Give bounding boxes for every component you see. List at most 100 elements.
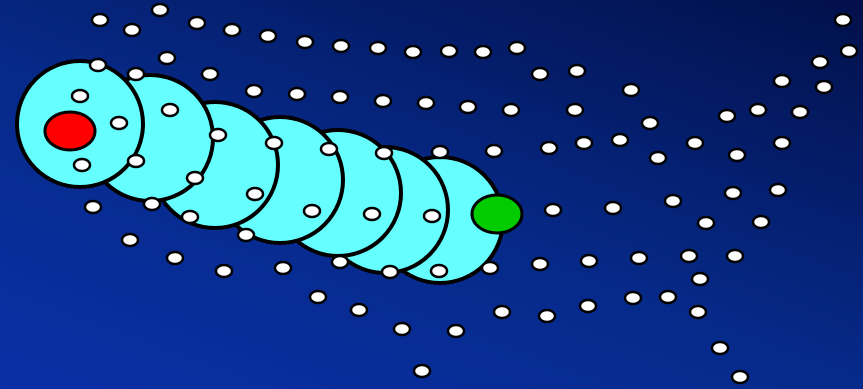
point-74 bbox=[238, 229, 254, 241]
point-67 bbox=[725, 187, 741, 199]
point-64 bbox=[545, 204, 561, 216]
point-54 bbox=[687, 137, 703, 149]
point-93 bbox=[625, 292, 641, 304]
point-57 bbox=[85, 201, 101, 213]
point-79 bbox=[482, 262, 498, 274]
point-78 bbox=[431, 265, 447, 277]
end-point-marker bbox=[472, 195, 522, 233]
point-82 bbox=[631, 252, 647, 264]
point-66 bbox=[665, 195, 681, 207]
point-18 bbox=[812, 56, 828, 68]
point-16 bbox=[623, 84, 639, 96]
point-58 bbox=[144, 198, 160, 210]
point-25 bbox=[792, 106, 808, 118]
point-38 bbox=[72, 90, 88, 102]
point-34 bbox=[503, 104, 519, 116]
point-21 bbox=[816, 81, 832, 93]
point-60 bbox=[247, 188, 263, 200]
point-1 bbox=[92, 14, 108, 26]
point-17 bbox=[642, 117, 658, 129]
point-48 bbox=[432, 146, 448, 158]
point-12 bbox=[475, 46, 491, 58]
point-88 bbox=[394, 323, 410, 335]
point-92 bbox=[580, 300, 596, 312]
point-7 bbox=[297, 36, 313, 48]
point-94 bbox=[660, 291, 676, 303]
point-77 bbox=[382, 266, 398, 278]
point-2 bbox=[124, 24, 140, 36]
point-20 bbox=[841, 45, 857, 57]
point-81 bbox=[581, 255, 597, 267]
point-30 bbox=[332, 91, 348, 103]
point-28 bbox=[246, 85, 262, 97]
point-87 bbox=[351, 304, 367, 316]
point-61 bbox=[304, 205, 320, 217]
point-23 bbox=[750, 104, 766, 116]
point-27 bbox=[202, 68, 218, 80]
point-59 bbox=[182, 211, 198, 223]
point-26 bbox=[159, 52, 175, 64]
point-10 bbox=[405, 46, 421, 58]
point-62 bbox=[364, 208, 380, 220]
point-71 bbox=[122, 234, 138, 246]
point-52 bbox=[612, 134, 628, 146]
point-97 bbox=[732, 371, 748, 383]
point-45 bbox=[266, 137, 282, 149]
point-98 bbox=[414, 365, 430, 377]
point-73 bbox=[216, 265, 232, 277]
point-29 bbox=[289, 88, 305, 100]
point-55 bbox=[729, 149, 745, 161]
point-68 bbox=[770, 184, 786, 196]
point-96 bbox=[712, 342, 728, 354]
point-31 bbox=[375, 95, 391, 107]
point-83 bbox=[681, 250, 697, 262]
point-63 bbox=[424, 210, 440, 222]
point-19 bbox=[835, 14, 851, 26]
point-37 bbox=[128, 68, 144, 80]
point-39 bbox=[111, 117, 127, 129]
point-5 bbox=[224, 24, 240, 36]
point-75 bbox=[275, 262, 291, 274]
point-46 bbox=[321, 143, 337, 155]
point-15 bbox=[569, 65, 585, 77]
point-51 bbox=[576, 137, 592, 149]
point-65 bbox=[605, 202, 621, 214]
point-11 bbox=[441, 45, 457, 57]
point-50 bbox=[541, 142, 557, 154]
point-49 bbox=[486, 145, 502, 157]
point-70 bbox=[753, 216, 769, 228]
point-47 bbox=[376, 147, 392, 159]
point-76 bbox=[332, 256, 348, 268]
point-13 bbox=[509, 42, 525, 54]
point-80 bbox=[532, 258, 548, 270]
point-6 bbox=[260, 30, 276, 42]
point-24 bbox=[719, 110, 735, 122]
point-35 bbox=[567, 104, 583, 116]
point-42 bbox=[210, 129, 226, 141]
start-point-marker bbox=[45, 112, 95, 150]
point-22 bbox=[774, 75, 790, 87]
point-36 bbox=[90, 59, 106, 71]
point-56 bbox=[774, 137, 790, 149]
point-95 bbox=[690, 306, 706, 318]
point-72 bbox=[167, 252, 183, 264]
point-3 bbox=[152, 4, 168, 16]
point-14 bbox=[532, 68, 548, 80]
point-89 bbox=[448, 325, 464, 337]
point-44 bbox=[187, 172, 203, 184]
point-69 bbox=[698, 217, 714, 229]
point-8 bbox=[333, 40, 349, 52]
point-4 bbox=[189, 17, 205, 29]
point-85 bbox=[692, 273, 708, 285]
point-90 bbox=[494, 306, 510, 318]
point-84 bbox=[727, 250, 743, 262]
point-86 bbox=[310, 291, 326, 303]
point-40 bbox=[74, 159, 90, 171]
point-53 bbox=[650, 152, 666, 164]
point-43 bbox=[128, 155, 144, 167]
point-32 bbox=[418, 97, 434, 109]
point-9 bbox=[370, 42, 386, 54]
point-33 bbox=[460, 101, 476, 113]
